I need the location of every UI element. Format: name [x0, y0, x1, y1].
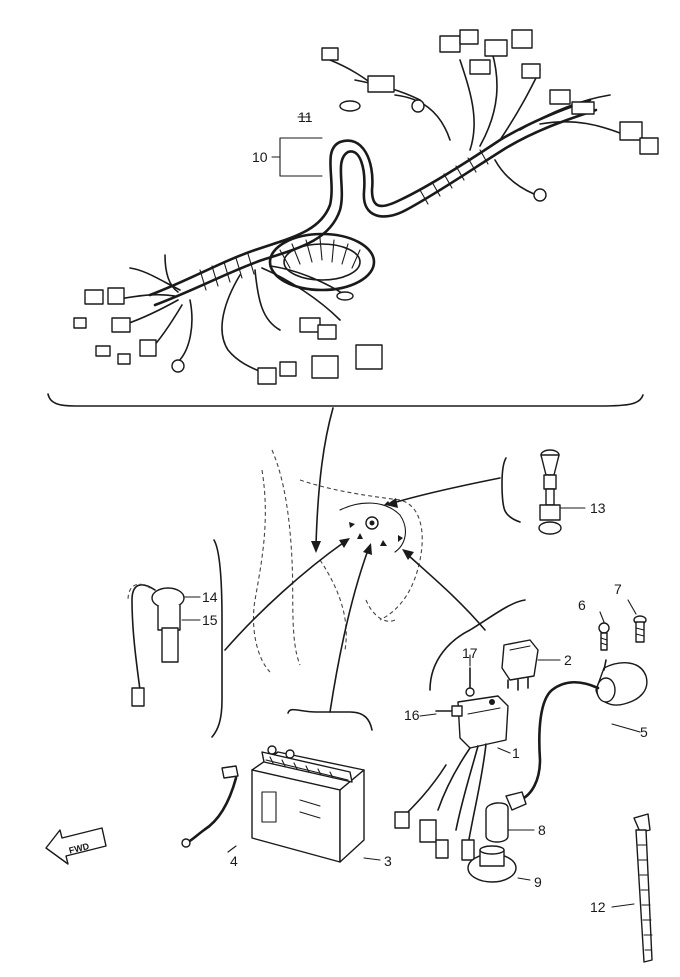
callout-7: 7: [614, 581, 622, 597]
part-13-grommet: [538, 449, 562, 535]
callout-3: 3: [384, 853, 392, 869]
part-4-battery-lead: [181, 765, 239, 848]
part-5-ignition-coil: [518, 659, 648, 802]
fwd-arrow-icon: FWD: [45, 827, 107, 865]
callout-8: 8: [538, 822, 546, 838]
bracket-battery: [287, 708, 373, 731]
part-2-relay: [501, 639, 539, 691]
callout-16: 16: [404, 707, 420, 723]
leader-arrows: [224, 407, 501, 713]
callout-12: 12: [590, 899, 606, 915]
callout-leaders: [181, 116, 641, 908]
callout-numbers: 11 10 13 14 15 6 7 2 17 16 1 5 8 9 3 4 1…: [202, 109, 648, 915]
part-7-bolt: [633, 615, 647, 643]
bracket-13: [501, 457, 521, 523]
callout-6: 6: [578, 597, 586, 613]
callout-9: 9: [534, 874, 542, 890]
part-8-plug-cap: [485, 791, 527, 843]
callout-5: 5: [640, 724, 648, 740]
callout-10: 10: [252, 149, 268, 165]
part-3-battery: [251, 745, 365, 863]
callout-1: 1: [512, 745, 520, 761]
callout-14: 14: [202, 589, 218, 605]
harness-bracket: [47, 393, 644, 407]
part-12-cable-tie: [633, 813, 653, 963]
callout-13: 13: [590, 500, 606, 516]
wire-harness: [73, 29, 659, 385]
frame-outline: [252, 449, 423, 673]
part-6-screw: [598, 622, 610, 651]
callout-11: 11: [298, 109, 313, 125]
bracket-14-15: [211, 539, 223, 738]
part-1-cdi-unit: [394, 667, 509, 861]
part-14-15-lead: [127, 583, 185, 707]
callout-2: 2: [564, 652, 572, 668]
callout-4: 4: [230, 853, 238, 869]
part-9-spark-plug-seat: [467, 845, 517, 883]
callout-17: 17: [462, 645, 478, 661]
bracket-17: [429, 599, 526, 691]
fwd-label: FWD: [68, 841, 91, 856]
mount-points: [349, 501, 403, 546]
callout-15: 15: [202, 612, 218, 628]
